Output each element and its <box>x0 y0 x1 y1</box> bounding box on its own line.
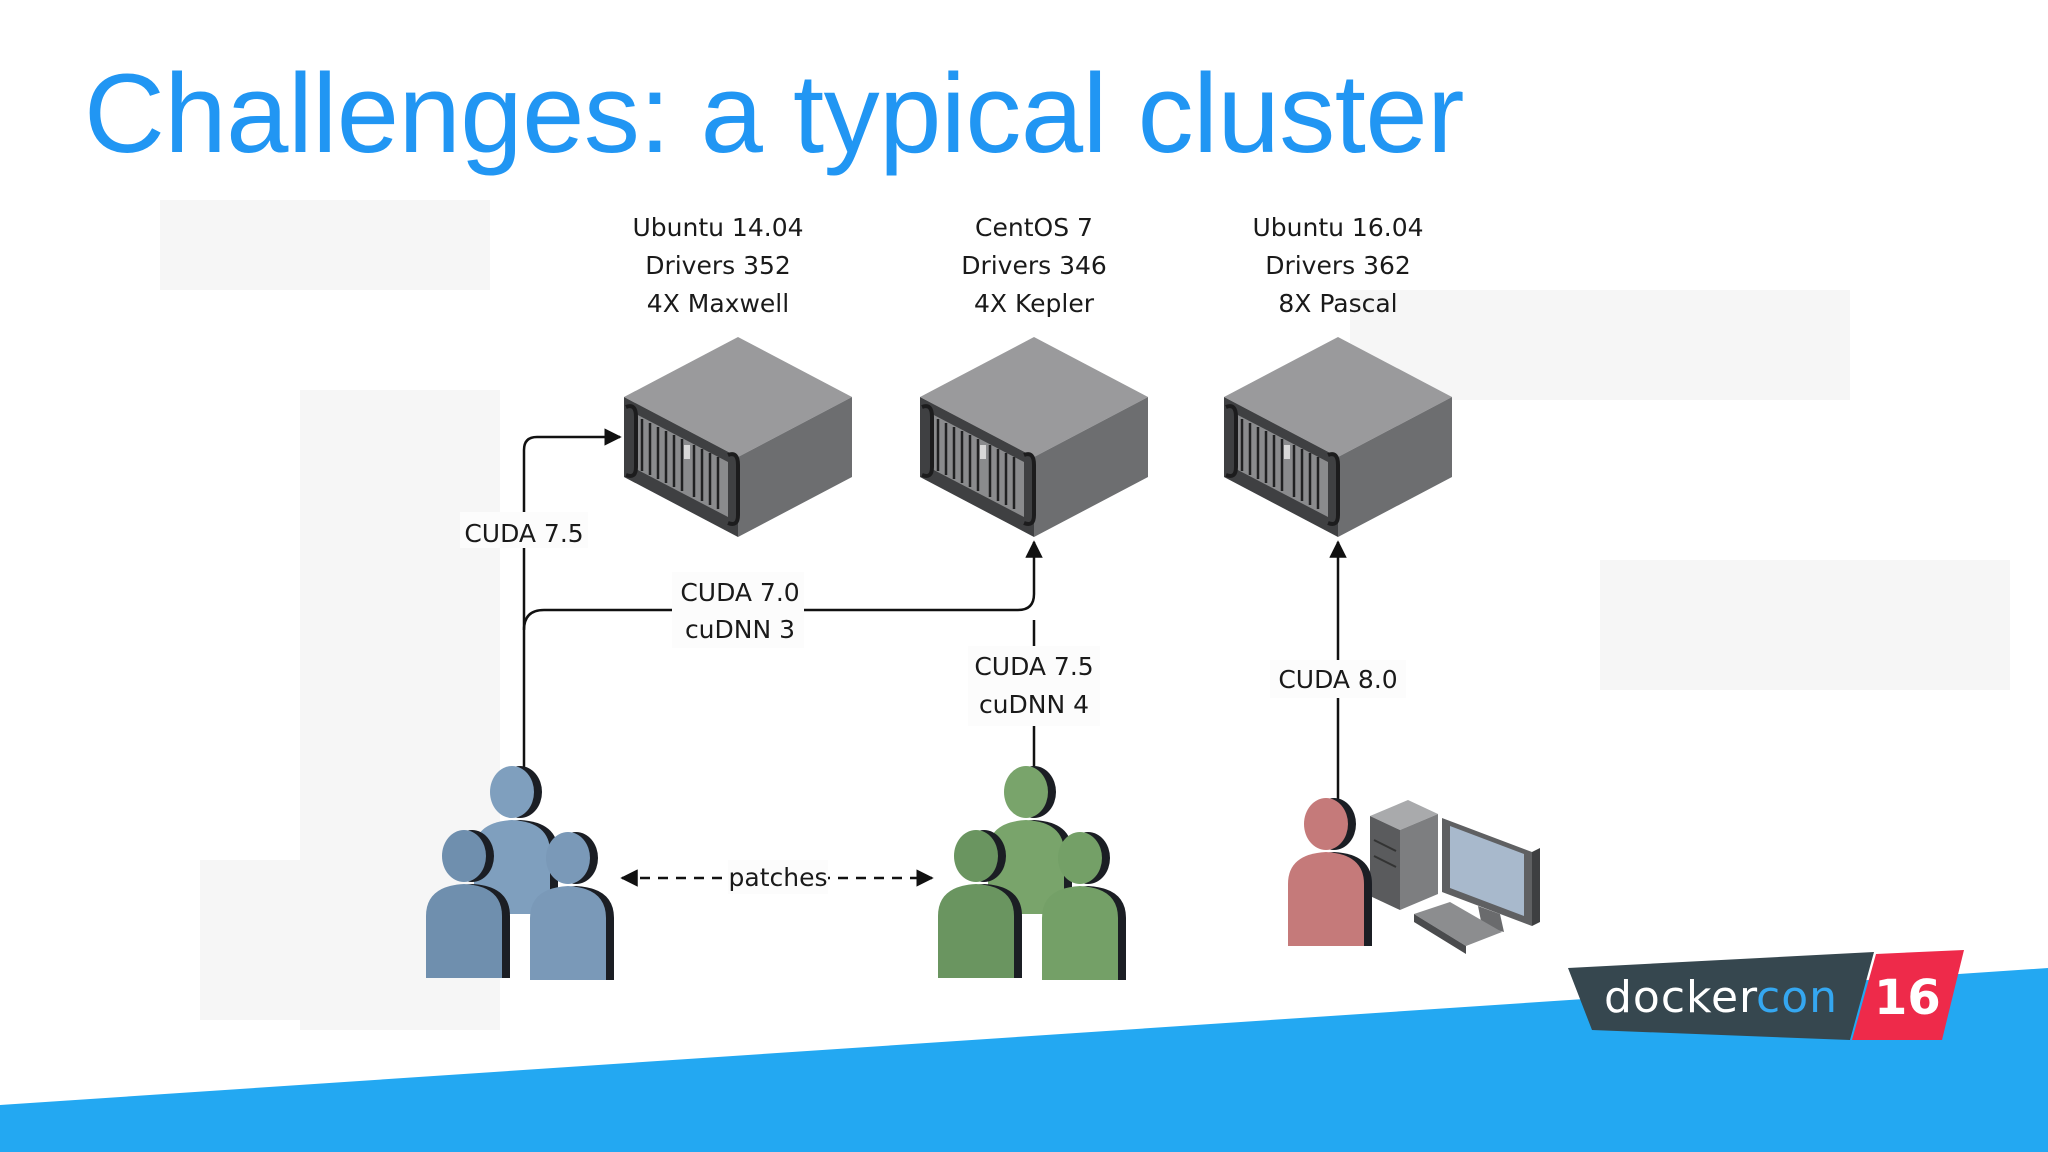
server-1-gpus: 4X Maxwell <box>647 289 789 318</box>
server-1-labels: Ubuntu 14.04 Drivers 352 4X Maxwell <box>632 213 803 318</box>
label-patches: patches <box>729 863 828 892</box>
label-cuda-80: CUDA 8.0 <box>1278 665 1397 694</box>
label-cudnn-4: cuDNN 4 <box>979 690 1089 719</box>
server-2-drivers: Drivers 346 <box>961 251 1107 280</box>
label-cuda-75-left: CUDA 7.5 <box>464 519 583 548</box>
logo-year: 16 <box>1874 970 1941 1026</box>
server-1-icon <box>622 335 854 539</box>
keyboard-icon <box>1414 902 1502 954</box>
team-green-icon <box>938 766 1126 980</box>
server-3-os: Ubuntu 16.04 <box>1252 213 1423 242</box>
server-2-labels: CentOS 7 Drivers 346 4X Kepler <box>961 213 1107 318</box>
computer-tower-icon <box>1370 800 1438 910</box>
logo-word-docker: docker <box>1604 972 1758 1023</box>
server-2-icon <box>918 335 1150 539</box>
label-cuda-75-middle: CUDA 7.5 <box>974 652 1093 681</box>
server-1-os: Ubuntu 14.04 <box>632 213 803 242</box>
server-1-drivers: Drivers 352 <box>645 251 791 280</box>
label-cudnn-3: cuDNN 3 <box>685 615 795 644</box>
server-3-labels: Ubuntu 16.04 Drivers 362 8X Pascal <box>1252 213 1423 318</box>
slide-title: Challenges: a typical cluster <box>84 51 1464 176</box>
dockercon-logo: docker con 16 <box>1568 950 1964 1040</box>
server-3-drivers: Drivers 362 <box>1265 251 1411 280</box>
monitor-icon <box>1442 818 1540 932</box>
server-2-gpus: 4X Kepler <box>974 289 1095 318</box>
label-cuda-70: CUDA 7.0 <box>680 578 799 607</box>
edge-left-to-server2 <box>522 540 1043 631</box>
user-workstation-icon <box>1288 798 1540 954</box>
server-2-os: CentOS 7 <box>975 213 1093 242</box>
edge-left-to-server1 <box>522 428 622 770</box>
footer-band <box>0 968 2048 1152</box>
server-3-gpus: 8X Pascal <box>1278 289 1397 318</box>
logo-word-con: con <box>1756 972 1838 1023</box>
